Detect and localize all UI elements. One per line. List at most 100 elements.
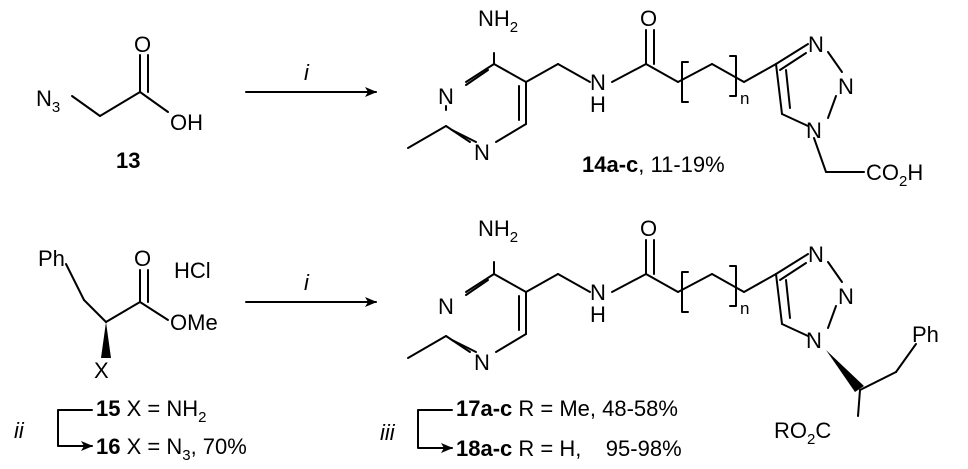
bond — [99, 91, 141, 117]
bond — [611, 273, 647, 293]
bond — [451, 339, 477, 353]
bond — [495, 123, 527, 143]
azide-label: N3 — [36, 86, 60, 116]
bond — [677, 63, 713, 83]
bond — [465, 279, 489, 296]
bond — [65, 263, 85, 301]
bond — [775, 63, 783, 115]
bond — [781, 323, 809, 337]
bond — [827, 261, 843, 283]
bond — [139, 301, 169, 321]
amine-label: NH2 — [478, 216, 518, 246]
bond — [525, 273, 559, 293]
bond — [83, 299, 107, 323]
triazole-nitrogen-3: N — [808, 32, 824, 57]
arrow-condition-i: i — [304, 60, 310, 85]
wedge-bond — [101, 322, 111, 358]
amide-hydrogen: H — [590, 92, 606, 117]
bond — [645, 63, 679, 83]
bond — [827, 305, 837, 329]
bond — [465, 273, 495, 293]
ring-nitrogen-2: N — [474, 350, 490, 375]
ester-group-label: RO2C — [774, 418, 831, 448]
amide-oxygen: O — [640, 216, 657, 241]
triazole-nitrogen-1: N — [806, 328, 822, 353]
repeat-n: n — [740, 299, 749, 318]
wedge-bond — [826, 350, 864, 392]
bond — [611, 63, 647, 83]
bond — [105, 301, 141, 323]
x-substituent: X — [94, 358, 109, 383]
amide-nitrogen: N — [590, 280, 606, 305]
amine-label: NH2 — [478, 6, 518, 36]
bond — [813, 137, 827, 173]
repeat-bracket-right — [729, 55, 737, 97]
caption-15: 15 X = NH2 — [96, 396, 206, 426]
bond — [493, 273, 527, 293]
bond — [645, 273, 679, 293]
bond — [465, 63, 495, 83]
repeat-n: n — [740, 89, 749, 108]
carbonyl-oxygen: O — [134, 246, 151, 271]
carbonyl-oxygen: O — [134, 32, 151, 57]
bond — [557, 273, 591, 293]
reaction-arrow-1: i — [245, 60, 377, 97]
condition-iii: iii — [380, 420, 396, 445]
product-17-18: NH2 N N N H O n N N N Ph RO2C 17a-c R = … — [380, 216, 939, 461]
bond — [465, 69, 489, 86]
bond — [495, 333, 527, 353]
caption-16: 16 X = N3, 70% — [96, 434, 247, 464]
reaction-arrow-2: i — [245, 270, 377, 307]
ester-label: OMe — [170, 310, 218, 335]
arrow-condition-i: i — [304, 270, 310, 295]
bond — [407, 335, 447, 359]
phenylalanine-ester-15-16: Ph O HCl OMe X 15 X = NH2 16 X = N3, 70%… — [14, 246, 247, 464]
bond — [525, 63, 559, 83]
phenyl-label: Ph — [912, 322, 939, 347]
triazole-nitrogen-3: N — [808, 242, 824, 267]
bond — [827, 95, 837, 119]
bond — [779, 262, 807, 281]
bond — [711, 273, 745, 293]
repeat-bracket-left — [681, 271, 689, 313]
bond — [557, 63, 591, 83]
hydroxyl-label: OH — [170, 110, 203, 135]
bond — [857, 389, 861, 417]
amide-oxygen: O — [640, 6, 657, 31]
bond — [743, 63, 777, 83]
bond — [785, 279, 791, 319]
conversion-arrow — [57, 409, 93, 451]
bond — [859, 371, 897, 391]
triazole-nitrogen-2: N — [838, 74, 854, 99]
ring-nitrogen-1: N — [438, 294, 454, 319]
bond — [743, 273, 777, 293]
bond — [775, 273, 783, 325]
compound-label-13: 13 — [116, 148, 140, 173]
bond — [827, 51, 843, 73]
caption-18: 18a-c R = H, 95-98% — [456, 436, 682, 461]
bond — [139, 91, 169, 113]
bond — [407, 125, 447, 149]
repeat-bracket-right — [729, 265, 737, 307]
hcl-label: HCl — [174, 258, 211, 283]
product-caption-14: 14a-c, 11-19% — [582, 152, 725, 177]
caption-17: 17a-c R = Me, 48-58% — [456, 396, 678, 421]
bond — [779, 52, 807, 71]
bond — [895, 343, 917, 373]
triazole-nitrogen-1: N — [806, 118, 822, 143]
bond — [493, 63, 527, 83]
bond — [677, 273, 713, 293]
carboxylic-acid-label: CO2H — [866, 160, 923, 190]
bond — [71, 95, 101, 117]
amide-hydrogen: H — [590, 302, 606, 327]
bond — [775, 43, 809, 65]
bond — [785, 69, 791, 109]
amide-nitrogen: N — [590, 70, 606, 95]
bond — [775, 253, 809, 275]
bond — [781, 113, 809, 127]
triazole-nitrogen-2: N — [838, 284, 854, 309]
condition-ii: ii — [14, 418, 25, 443]
product-14a-c: NH2 N N N H O n N N N CO2H 14a-c, 11-19% — [407, 6, 923, 190]
phenyl-label: Ph — [38, 246, 65, 271]
